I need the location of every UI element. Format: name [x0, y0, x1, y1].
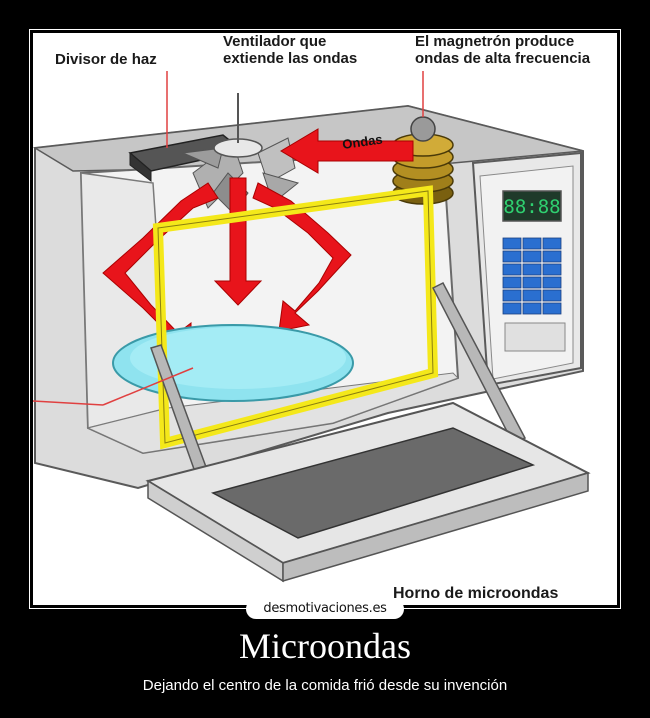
label-fan: Ventilador que extiende las ondas	[223, 33, 358, 67]
keypad	[502, 237, 562, 315]
keypad-key	[502, 263, 522, 276]
keypad-key	[542, 276, 562, 289]
display-screen	[502, 190, 562, 222]
keypad-key	[502, 237, 522, 250]
keypad-key	[542, 263, 562, 276]
leader-left	[33, 400, 104, 406]
door-window	[210, 427, 536, 539]
door-release-button	[504, 322, 566, 352]
poster-title: Microondas	[239, 626, 411, 666]
keypad-key	[542, 289, 562, 302]
keypad-key	[522, 263, 542, 276]
keypad-key	[502, 250, 522, 263]
waves-label: Ondas	[341, 131, 383, 151]
keypad-key	[542, 250, 562, 263]
keypad-key	[522, 237, 542, 250]
label-beam-splitter: Divisor de haz	[55, 51, 157, 68]
site-badge[interactable]: desmotivaciones.es	[246, 599, 404, 619]
keypad-key	[502, 302, 522, 315]
keypad-key	[522, 250, 542, 263]
keypad-key	[542, 302, 562, 315]
keypad-key	[542, 237, 562, 250]
keypad-key	[502, 276, 522, 289]
door-arm-right	[431, 282, 527, 444]
poster-subtitle: Dejando el centro de la comida frió desd…	[142, 677, 508, 694]
caption-oven: Horno de microondas	[393, 585, 559, 602]
label-magnetron: El magnetrón produce ondas de alta frecu…	[415, 33, 591, 67]
keypad-key	[522, 302, 542, 315]
microwave-diagram: 88:88	[33, 33, 617, 605]
microwave-illustration: 88:88	[33, 71, 591, 583]
display-readout: 88:88	[503, 196, 560, 218]
keypad-key	[522, 289, 542, 302]
keypad-key	[502, 289, 522, 302]
keypad-key	[522, 276, 542, 289]
